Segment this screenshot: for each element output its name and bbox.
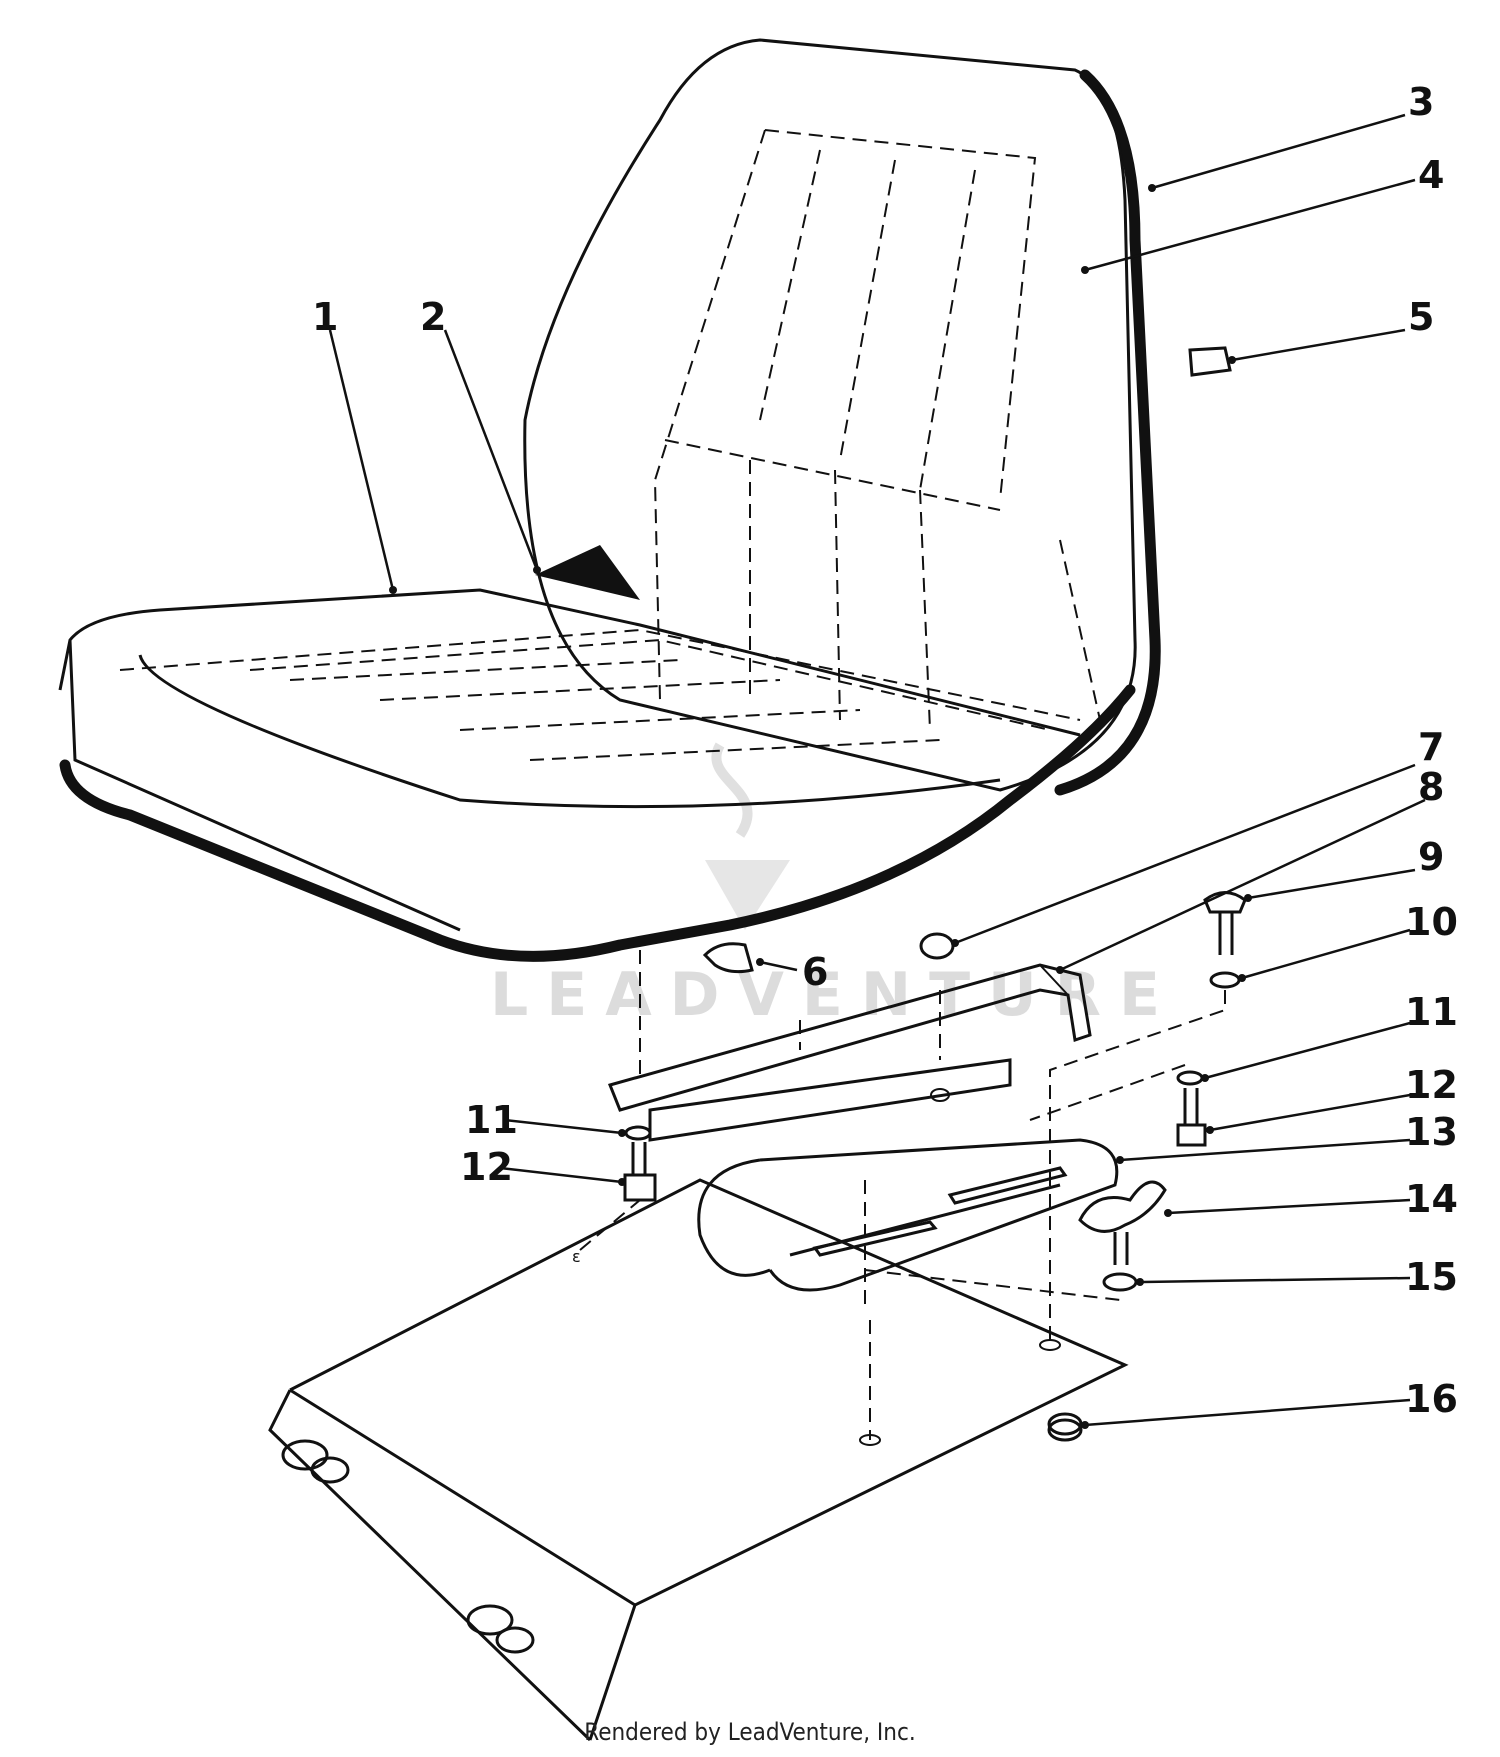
callout-2: 2 [420,295,446,339]
callout-15: 15 [1405,1255,1458,1299]
plate-mark: ε [572,1247,581,1266]
footer-credit: Rendered by LeadVenture, Inc. [584,1718,915,1746]
seat-back [523,38,1161,796]
seat-cushion [58,545,1136,962]
spring-loop [697,1138,1119,1310]
wing-knob [1078,1180,1167,1292]
callout-3: 3 [1408,80,1434,124]
callout-12-left: 12 [460,1145,513,1189]
callout-16: 16 [1405,1377,1458,1421]
callout-5: 5 [1408,295,1434,339]
callout-10: 10 [1405,900,1458,944]
callout-11-right: 11 [1405,990,1458,1034]
callout-8: 8 [1418,765,1444,809]
callout-13: 13 [1405,1110,1458,1154]
callout-11-left: 11 [465,1098,518,1142]
callout-4: 4 [1418,153,1444,197]
small-parts [702,346,1232,974]
watermark: LEADVENTURE [490,742,1178,1030]
leader-lines [328,113,1426,1429]
watermark-text: LEADVENTURE [490,960,1178,1030]
base-plate: ε [268,1150,1129,1742]
callout-6: 6 [802,950,828,994]
callout-labels: 1 2 3 4 5 6 7 8 9 10 11 12 13 14 15 16 1… [312,80,1458,1421]
callout-1: 1 [312,295,338,339]
callout-12-right: 12 [1405,1063,1458,1107]
callout-7: 7 [1418,725,1444,769]
callout-9: 9 [1418,835,1444,879]
callout-14: 14 [1405,1177,1458,1221]
